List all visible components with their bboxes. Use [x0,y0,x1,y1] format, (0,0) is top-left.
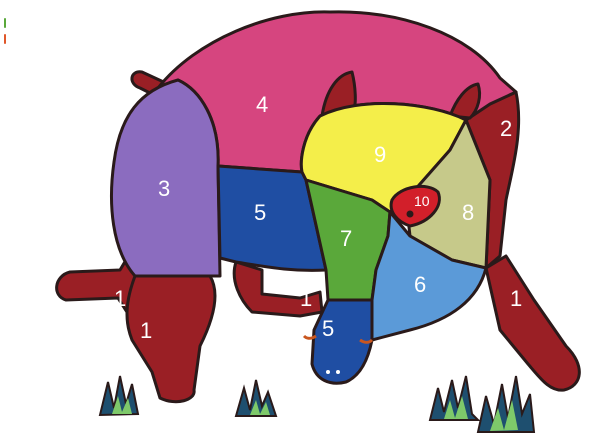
region-label-1-back-right: 1 [140,318,152,343]
region-label-6: 6 [414,272,426,297]
region-label-8: 8 [462,200,474,225]
grass-tuft-middle [236,380,276,416]
nostril-right [336,370,340,374]
region-label-5-belly: 5 [254,200,266,225]
grass-tuft-left [100,376,138,415]
region-label-1-front-right: 1 [510,286,522,311]
region-label-2: 2 [500,116,512,141]
region-label-4: 4 [256,92,268,117]
region-label-5-snout: 5 [322,316,334,341]
pig-eye [407,211,414,218]
region-label-1-front-left: 1 [300,286,312,311]
nostril-left [326,370,330,374]
pig-tusk-left [304,336,316,338]
region-label-10: 10 [414,193,430,209]
region-label-1-back-left: 1 [114,286,126,311]
region-label-3: 3 [158,176,170,201]
region-label-7: 7 [340,226,352,251]
region-label-9: 9 [374,142,386,167]
grass-tuft-right [430,376,534,432]
region-1-front-right-leg [486,256,579,390]
